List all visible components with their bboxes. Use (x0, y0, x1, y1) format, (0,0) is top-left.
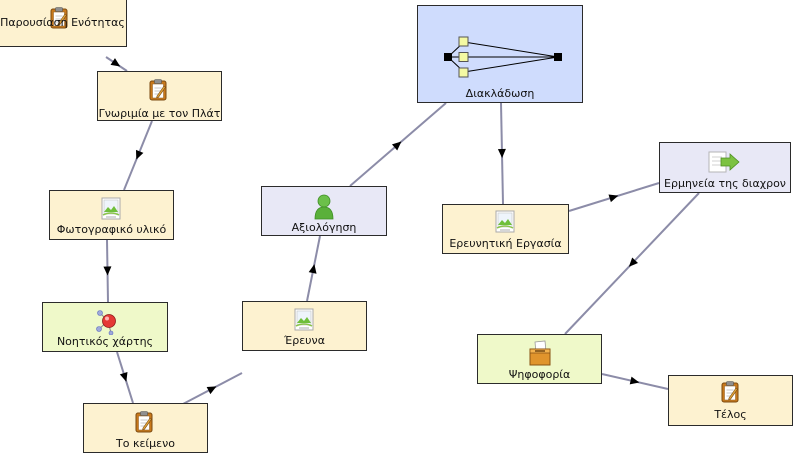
node-label: Ψηφοφορία (508, 368, 571, 381)
activity-node-keimeno[interactable]: Το κείμενο (83, 403, 208, 453)
arrowhead (628, 257, 638, 267)
edge-erevna-to-axiologisi (306, 235, 321, 302)
image-icon (494, 210, 516, 237)
activity-node-parousiasi[interactable]: Παρουσίαση Ενότητας (0, 0, 127, 47)
node-label: Νοητικός χάρτης (56, 335, 154, 348)
image-icon (293, 308, 315, 335)
edge-keimeno-to-erevna (182, 372, 243, 405)
activity-node-gnorimia[interactable]: Γνωριμία με τον Πλάτ (97, 71, 222, 121)
edge-psifoforia-to-telos (601, 373, 669, 390)
edge-parousiasi-to-gnorimia (105, 56, 128, 72)
activity-node-telos[interactable]: Τέλος (668, 375, 793, 426)
branch-icon (444, 35, 562, 82)
node-label: Παρουσίαση Ενότητας (0, 16, 125, 29)
activity-node-diakladosi[interactable]: Διακλάδωση (417, 5, 583, 103)
edge-gnorimia-to-fotografiko (123, 120, 153, 191)
arrowhead (110, 58, 121, 67)
arrowhead (497, 148, 506, 158)
activity-node-ermineia[interactable]: Ερμηνεία της διαχρον (659, 142, 791, 193)
clipboard-icon (720, 381, 740, 406)
edge-noitikos-to-keimeno (116, 351, 134, 404)
node-label: Διακλάδωση (465, 87, 535, 100)
activity-node-erevnitiki[interactable]: Ερευνητική Εργασία (442, 204, 569, 254)
node-label: Φωτογραφικό υλικό (56, 223, 167, 236)
activity-node-fotografiko[interactable]: Φωτογραφικό υλικό (49, 190, 174, 240)
node-label: Ερμηνεία της διαχρον (664, 177, 786, 190)
node-label: Ερευνητική Εργασία (449, 237, 562, 250)
arrowhead (119, 372, 128, 382)
edge-fotografiko-to-noitikos (103, 239, 112, 303)
activity-node-psifoforia[interactable]: Ψηφοφορία (477, 334, 602, 384)
mindmap-icon (95, 309, 121, 338)
arrow-forward-icon (708, 151, 740, 176)
arrowhead (206, 386, 217, 395)
activity-node-noitikos[interactable]: Νοητικός χάρτης (42, 302, 168, 352)
edge-diakladosi-to-erevnitiki (497, 102, 506, 205)
arrowhead (391, 141, 402, 151)
user-icon (314, 194, 334, 223)
ballot-box-icon (529, 340, 551, 369)
node-label: Γνωριμία με τον Πλάτ (98, 107, 221, 120)
node-label: Το κείμενο (116, 437, 175, 450)
activity-node-axiologisi[interactable]: Αξιολόγηση (261, 186, 387, 236)
edge-erevnitiki-to-ermineia (568, 182, 660, 212)
activity-node-erevna[interactable]: Έρευνα (242, 301, 367, 351)
arrowhead (629, 376, 640, 385)
clipboard-icon (49, 7, 69, 32)
arrowhead (308, 264, 317, 274)
edge-ermineia-to-psifoforia (564, 192, 700, 335)
node-label: Αξιολόγηση (291, 221, 357, 234)
arrowhead (608, 194, 619, 203)
clipboard-icon (148, 79, 168, 104)
image-icon (100, 197, 122, 224)
clipboard-icon (134, 411, 154, 436)
arrowhead (135, 149, 144, 160)
node-label: Τέλος (714, 408, 747, 421)
node-label: Έρευνα (284, 334, 325, 347)
arrowhead (103, 266, 112, 276)
edge-axiologisi-to-diakladosi (349, 102, 447, 187)
